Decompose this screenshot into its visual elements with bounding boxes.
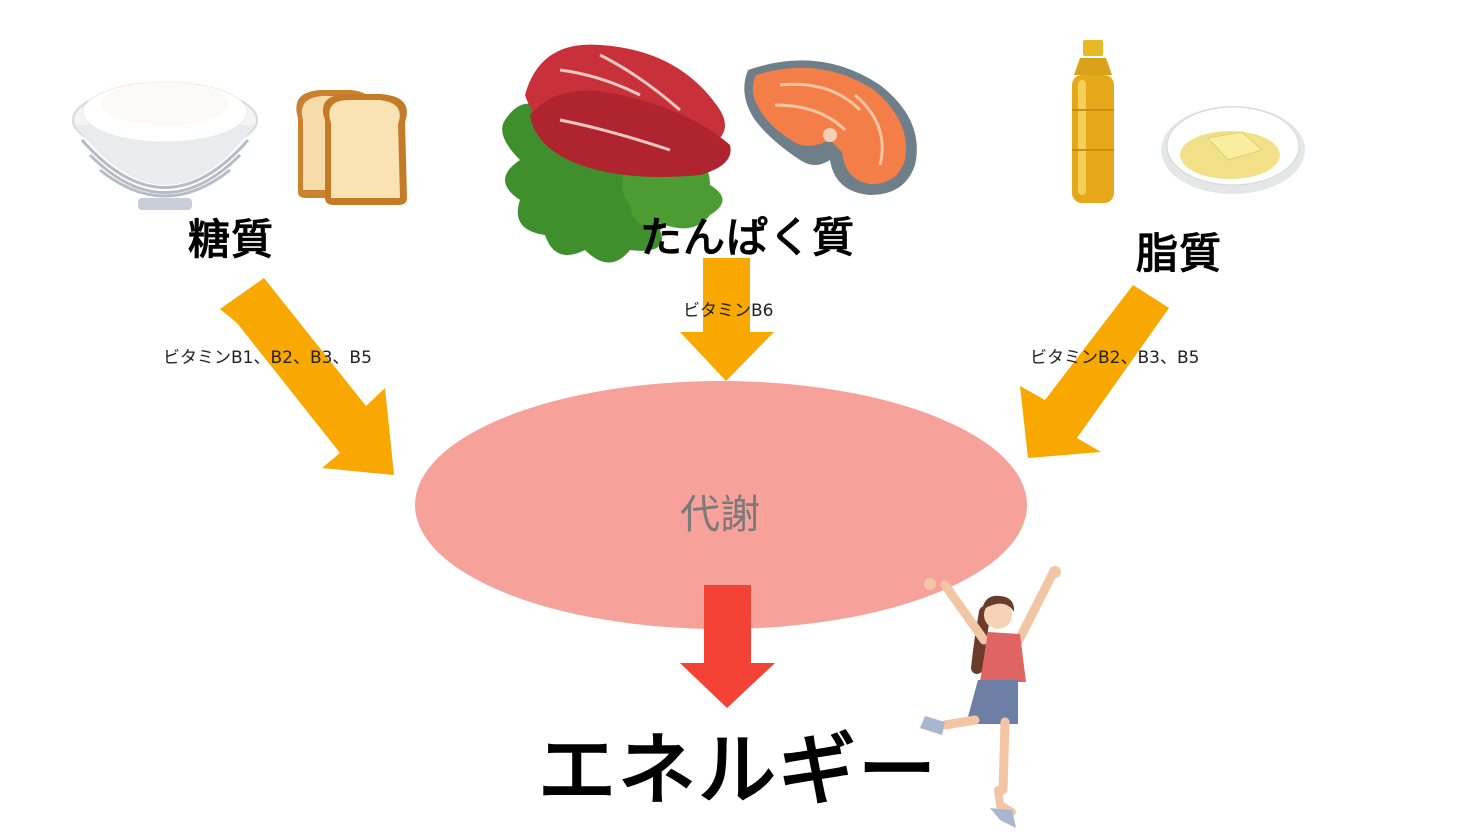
metabolism-ellipse [415,381,1027,629]
fat-vitamins-label: ビタミンB2、B3、B5 [1030,348,1200,368]
protein-label: たんぱく質 [640,213,856,262]
energy-label: エネルギー [538,726,939,816]
salmon-steak-icon [744,60,917,195]
energy-arrow [680,585,775,708]
rice-bowl-icon [72,81,258,210]
butter-dish-icon [1161,106,1305,194]
carbs-label: 糖質 [188,215,275,264]
oil-bottle-icon [1072,40,1114,203]
metabolism-label: 代謝 [680,492,760,538]
protein-arrow [680,258,774,381]
protein-vitamins-label: ビタミンB6 [683,301,774,321]
carbs-arrow [220,278,394,475]
fat-arrow [1020,285,1169,458]
carbs-vitamins-label: ビタミンB1、B2、B3、B5 [163,348,372,368]
fat-label: 脂質 [1136,229,1223,278]
bread-slices-icon [296,90,407,205]
beef-with-parsley-icon [502,44,731,263]
woman-jumping-illustration [920,566,1061,828]
